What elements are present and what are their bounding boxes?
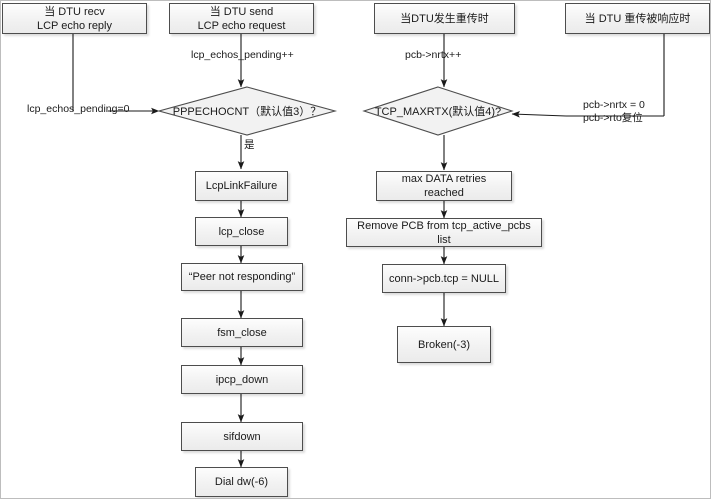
node-start-lcp-echo-reply[interactable]: 当 DTU recv LCP echo reply: [2, 3, 147, 34]
node-peer-not-responding[interactable]: “Peer not responding”: [181, 263, 303, 291]
node-label: 当 DTU recv LCP echo reply: [36, 5, 112, 32]
node-label: sifdown: [223, 430, 261, 443]
node-label: Dial dw(-6): [214, 476, 269, 488]
edge-label-decision-yes: 是: [244, 139, 255, 151]
node-decision-tcp-maxrtx[interactable]: TCP_MAXRTX(默认值4)?: [362, 86, 514, 136]
node-sifdown[interactable]: sifdown: [181, 422, 303, 451]
node-label: TCP_MAXRTX(默认值4)?: [374, 106, 502, 118]
node-decision-pppechocnt[interactable]: PPPECHOCNT（默认值3）？: [156, 86, 338, 136]
node-label: fsm_close: [217, 326, 267, 339]
node-remove-pcb-from-list[interactable]: Remove PCB from tcp_active_pcbs list: [346, 218, 542, 247]
edge-label-pcb-nrtx-reset: pcb->nrtx = 0 pcb->rto复位: [583, 99, 645, 124]
node-max-data-retries-reached[interactable]: max DATA retries reached: [376, 171, 512, 201]
node-label: “Peer not responding”: [188, 271, 296, 283]
node-start-dtu-retransmit[interactable]: 当DTU发生重传时: [374, 3, 515, 34]
edge-label-lcp-echos-pending-increment: lcp_echos_pending++: [191, 49, 294, 61]
node-label: PPPECHOCNT（默认值3）？: [172, 106, 322, 118]
node-label: ipcp_down: [215, 373, 269, 386]
node-broken[interactable]: Broken(-3): [397, 326, 491, 363]
node-label: 当 DTU send LCP echo request: [197, 5, 286, 32]
node-lcp-link-failure[interactable]: LcpLinkFailure: [195, 171, 288, 201]
edge-label-lcp-echos-pending-reset: lcp_echos_pending=0: [27, 103, 130, 115]
edge-label-pcb-nrtx-increment: pcb->nrtx++: [405, 49, 462, 61]
node-label: lcp_close: [218, 225, 265, 238]
node-label: 当 DTU 重传被响应时: [584, 12, 691, 25]
node-ipcp-down[interactable]: ipcp_down: [181, 365, 303, 394]
node-label: LcpLinkFailure: [205, 180, 278, 192]
node-label: 当DTU发生重传时: [400, 12, 489, 25]
node-start-dtu-retransmit-acked[interactable]: 当 DTU 重传被响应时: [565, 3, 710, 34]
node-lcp-close[interactable]: lcp_close: [195, 217, 288, 246]
node-label: conn->pcb.tcp = NULL: [388, 272, 500, 285]
node-dial-dw[interactable]: Dial dw(-6): [195, 467, 288, 497]
node-label: max DATA retries reached: [401, 173, 487, 199]
node-fsm-close[interactable]: fsm_close: [181, 318, 303, 347]
node-start-lcp-echo-request[interactable]: 当 DTU send LCP echo request: [169, 3, 314, 34]
node-conn-pcb-tcp-null[interactable]: conn->pcb.tcp = NULL: [382, 264, 506, 293]
node-label: Remove PCB from tcp_active_pcbs list: [357, 219, 531, 246]
node-label: Broken(-3): [418, 338, 470, 351]
